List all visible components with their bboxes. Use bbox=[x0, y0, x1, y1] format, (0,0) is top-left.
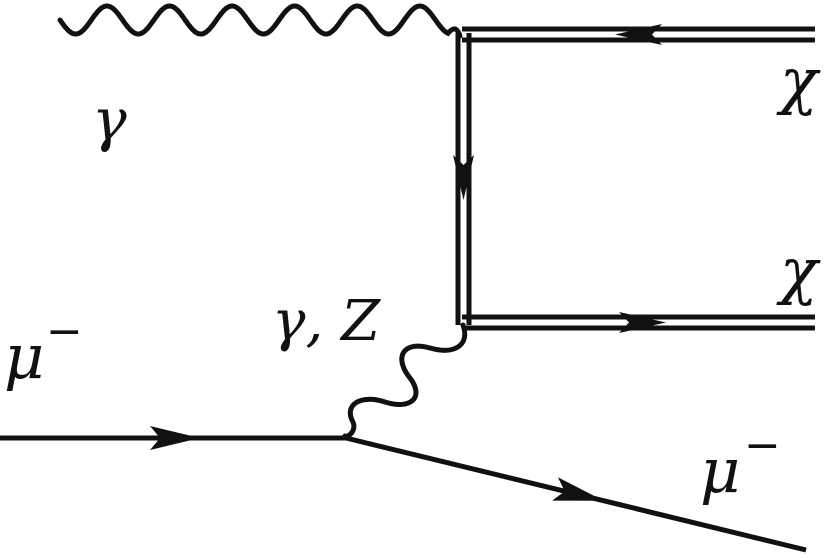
label-muon-in: μ bbox=[4, 320, 44, 393]
label-muon-out-charge: − bbox=[744, 420, 781, 471]
arrow-right-icon bbox=[552, 477, 604, 501]
gamma-z-propagator-line bbox=[342, 322, 468, 439]
label-muon-in-charge: − bbox=[46, 306, 83, 357]
chi-propagator-top bbox=[462, 24, 815, 45]
arrow-right-icon bbox=[150, 426, 200, 450]
arrow-down-icon bbox=[453, 155, 474, 200]
label-incoming-photon: γ bbox=[92, 86, 127, 154]
chi-propagator-bottom bbox=[462, 312, 815, 333]
arrow-left-icon bbox=[615, 24, 662, 45]
muon-outgoing-line bbox=[345, 435, 807, 553]
label-exchange-boson: γ, Z bbox=[272, 289, 381, 354]
label-muon-out: μ bbox=[700, 434, 740, 507]
label-chi-top: χ bbox=[776, 44, 821, 117]
label-chi-bottom: χ bbox=[776, 234, 821, 307]
muon-incoming-line bbox=[0, 426, 348, 450]
photon-incoming-line bbox=[57, 3, 463, 39]
arrow-right-icon bbox=[619, 312, 666, 333]
chi-propagator-vertical bbox=[453, 33, 474, 325]
